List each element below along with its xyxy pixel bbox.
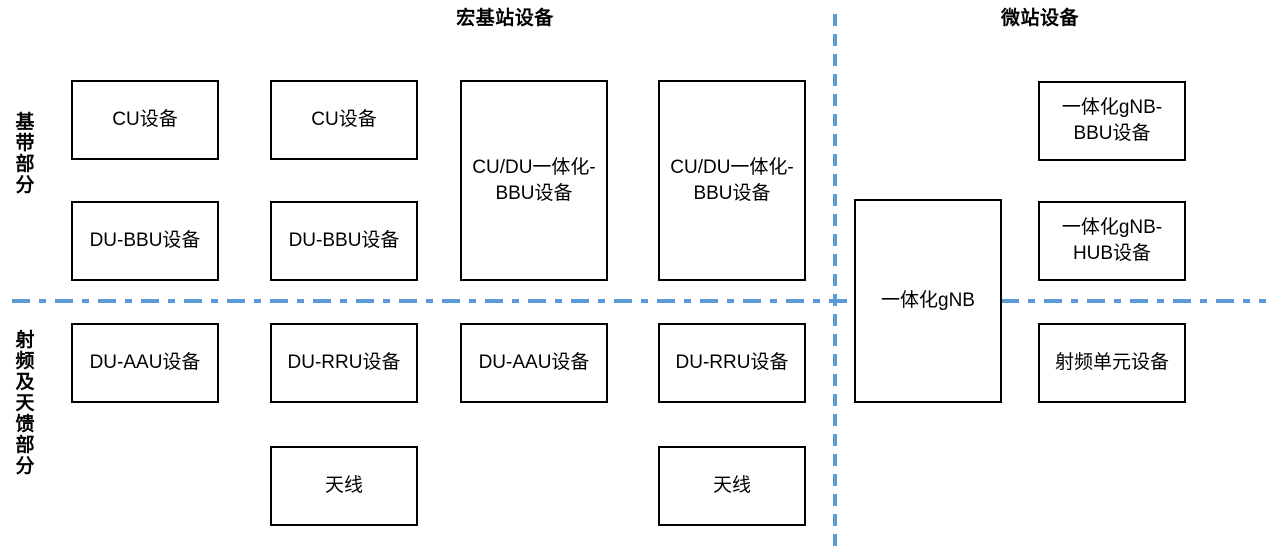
box-macro-col3-cudu-bbu[interactable]: CU/DU一体化-BBU设备 [460,80,608,281]
side-label-rf-antenna: 射频及天馈部分 [15,330,35,477]
horizontal-section-divider [12,299,1266,303]
box-macro-col1-du-bbu[interactable]: DU-BBU设备 [71,201,219,281]
side-label-baseband: 基带部分 [15,112,35,196]
box-micro-gnb-bbu[interactable]: 一体化gNB-BBU设备 [1038,81,1186,161]
box-macro-col4-cudu-bbu[interactable]: CU/DU一体化-BBU设备 [658,80,806,281]
box-macro-col2-antenna[interactable]: 天线 [270,446,418,526]
box-micro-gnb-hub[interactable]: 一体化gNB-HUB设备 [1038,201,1186,281]
box-macro-col1-du-aau[interactable]: DU-AAU设备 [71,323,219,403]
micro-station-title: 微站设备 [1000,8,1079,29]
box-micro-integrated-gnb[interactable]: 一体化gNB [854,199,1002,403]
box-micro-rf-unit[interactable]: 射频单元设备 [1038,323,1186,403]
vertical-section-divider [833,14,837,551]
box-macro-col2-cu[interactable]: CU设备 [270,80,418,160]
box-macro-col4-antenna[interactable]: 天线 [658,446,806,526]
box-macro-col2-du-rru[interactable]: DU-RRU设备 [270,323,418,403]
box-macro-col3-du-aau[interactable]: DU-AAU设备 [460,323,608,403]
box-macro-col1-cu[interactable]: CU设备 [71,80,219,160]
macro-station-title: 宏基站设备 [456,8,554,29]
box-macro-col2-du-bbu[interactable]: DU-BBU设备 [270,201,418,281]
box-macro-col4-du-rru[interactable]: DU-RRU设备 [658,323,806,403]
